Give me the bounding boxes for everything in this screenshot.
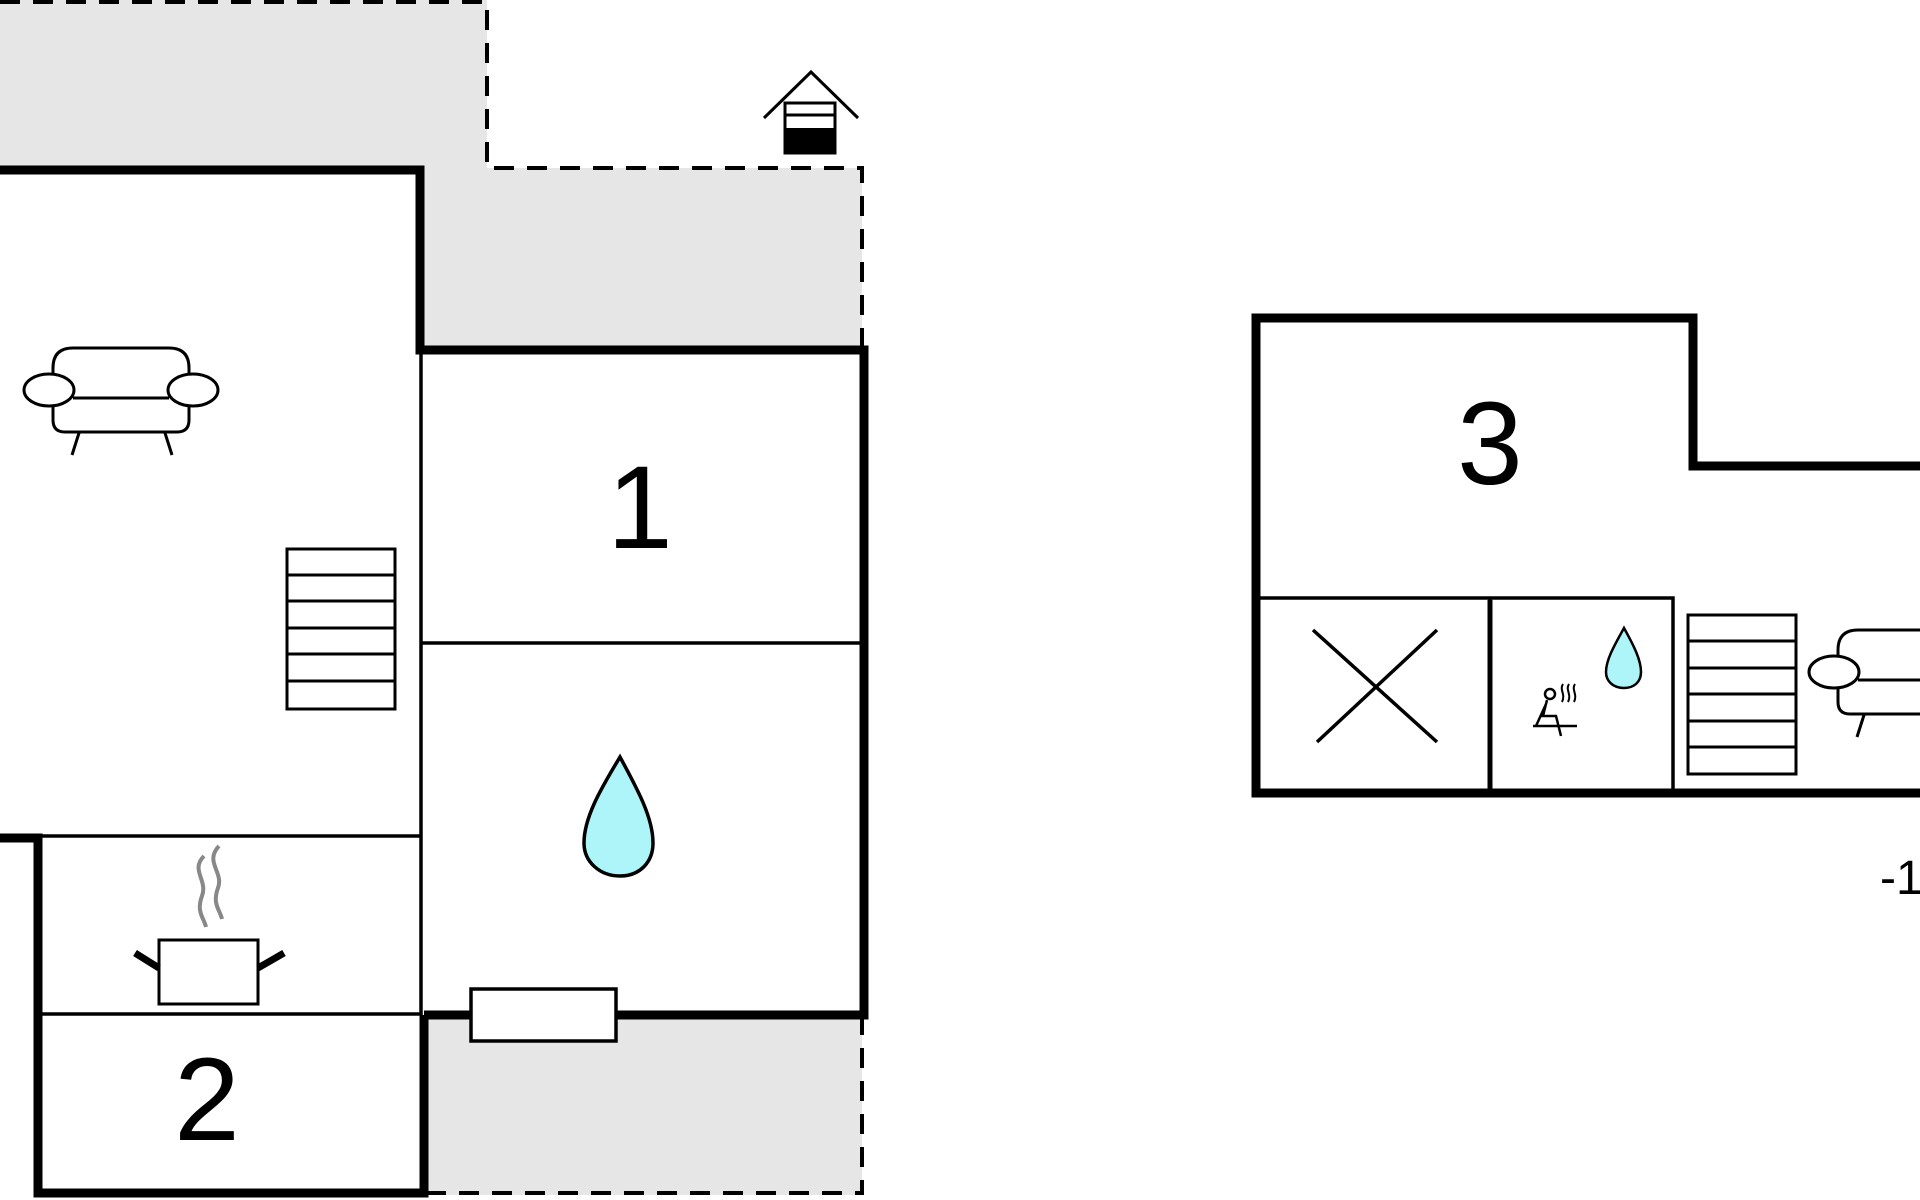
room-3-bottom-divider [1258, 596, 1675, 790]
terrace-top-right [420, 168, 862, 350]
stairs-icon-lower [1686, 613, 1798, 776]
bedroom-2-wall [0, 833, 429, 1198]
terrace-boundaries [0, 0, 864, 1195]
lower-level-walls [1251, 313, 1920, 798]
void-cross-icon [1311, 628, 1439, 744]
door-mat-icon [469, 987, 618, 1043]
sauna-icon [1533, 683, 1577, 737]
terrace-bottom [424, 1015, 862, 1195]
level-indicator: -1 [1880, 852, 1920, 905]
terrace-areas [0, 0, 862, 1195]
cooking-pot-icon [133, 844, 286, 1006]
room-label-2: 2 [174, 1034, 240, 1166]
sofa-icon-lower [1807, 628, 1920, 738]
water-drop-icon [582, 753, 655, 878]
sofa-icon [22, 346, 220, 456]
room-label-3: 3 [1457, 378, 1523, 510]
living-room-wall [0, 165, 869, 1020]
stairs-icon [285, 547, 397, 711]
water-drop-icon-small [1604, 625, 1643, 690]
main-floor-walls [0, 165, 869, 1198]
room-labels: 1 2 3 -1 [174, 378, 1920, 1166]
room-3-wall [1251, 313, 1920, 798]
house-icon [762, 69, 860, 155]
terrace-top-left [0, 0, 487, 168]
room-label-1: 1 [607, 442, 673, 574]
